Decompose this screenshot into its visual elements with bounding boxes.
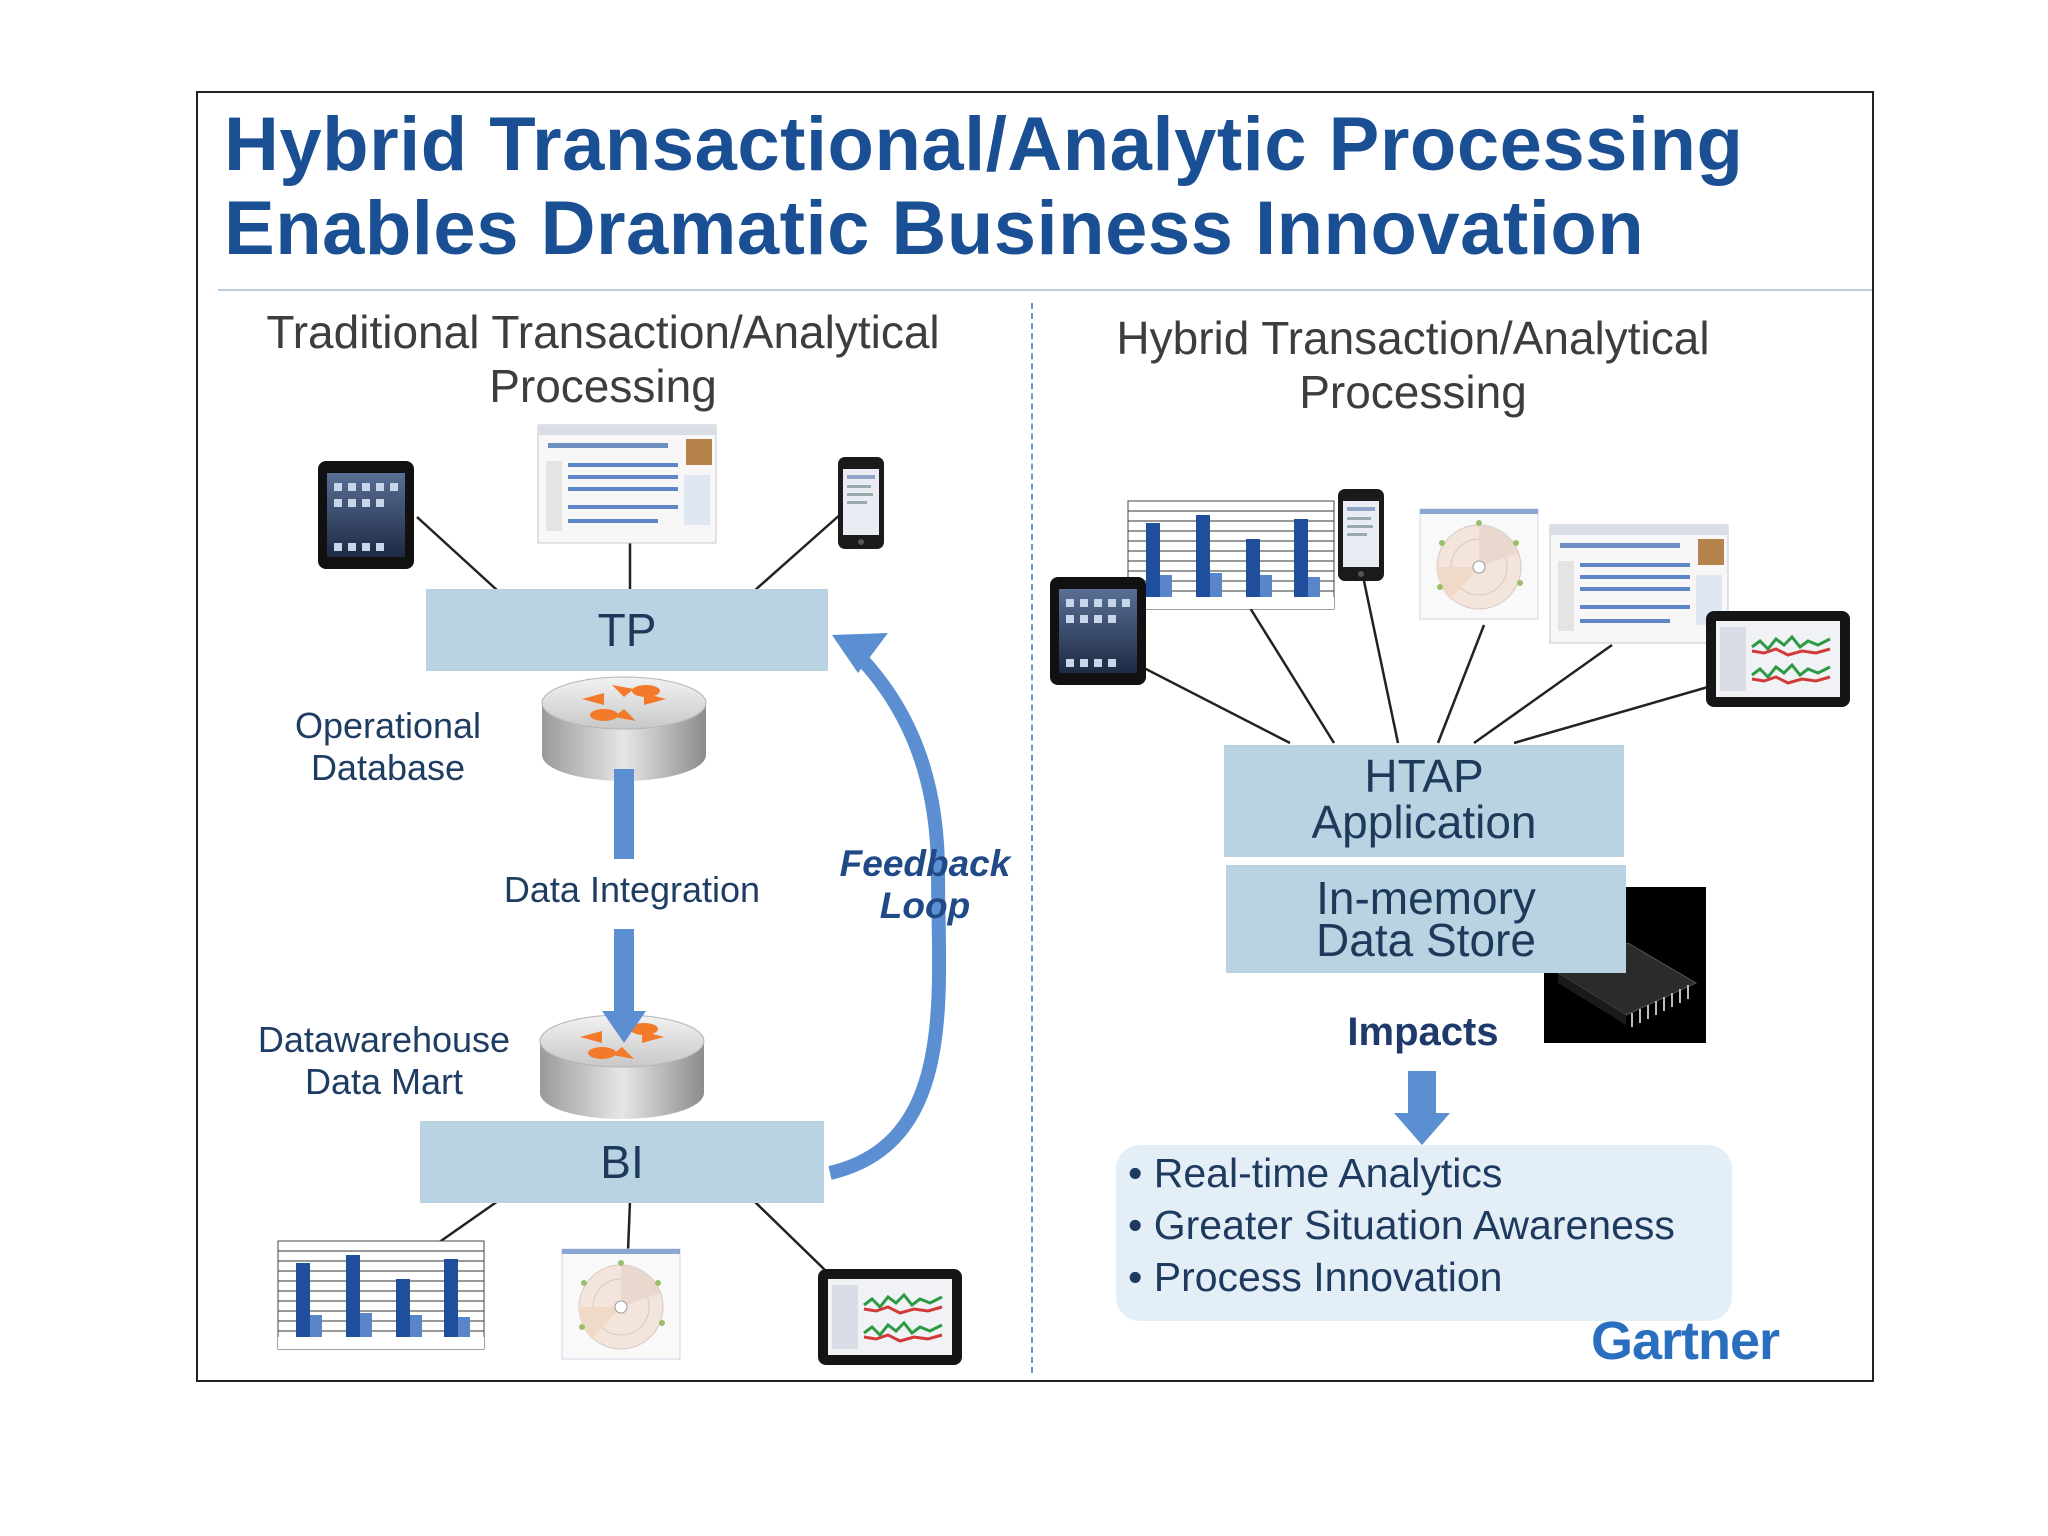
operational-database-label: Operational Database	[258, 705, 518, 789]
operational-database-line-2: Database	[310, 747, 466, 788]
operational-database-line-1: Operational	[294, 705, 482, 746]
feedback-line-1: Feedback	[839, 843, 1011, 884]
right-connector-lines	[1141, 580, 1709, 745]
left-heading: Traditional Transaction/Analytical Proce…	[218, 305, 988, 413]
impacts-list: Real-time Analytics Greater Situation Aw…	[1128, 1147, 1675, 1303]
impact-item: Process Innovation	[1128, 1251, 1675, 1303]
in-memory-line-1: In-memory	[1316, 872, 1536, 924]
feedback-line-2: Loop	[879, 885, 971, 926]
monitor-dashboard-icon-right	[1704, 609, 1852, 709]
right-heading-line-1: Hybrid Transaction/Analytical	[1116, 312, 1710, 364]
web-dashboard-icon-right	[1549, 524, 1729, 644]
gartner-logo: Gartner	[1591, 1311, 1780, 1371]
impacts-arrow	[1394, 1071, 1450, 1145]
web-dashboard-icon	[537, 424, 717, 544]
tablet-icon	[318, 461, 414, 569]
datawarehouse-line-1: Datawarehouse	[257, 1019, 511, 1060]
monitor-dashboard-icon	[816, 1267, 964, 1367]
feedback-loop-label: Feedback Loop	[810, 843, 1040, 927]
right-heading-line-2: Processing	[1299, 366, 1527, 418]
radar-chart-icon	[561, 1248, 681, 1360]
title-line-1: Hybrid Transactional/Analytic Processing	[224, 102, 1744, 187]
title-rule	[218, 289, 1872, 291]
data-integration-label: Data Integration	[503, 869, 761, 910]
htap-line-2: Application	[1311, 796, 1537, 848]
datawarehouse-line-2: Data Mart	[304, 1061, 464, 1102]
slide-title: Hybrid Transactional/Analytic Processing…	[224, 103, 1844, 271]
radar-chart-icon-right	[1419, 508, 1539, 620]
tp-box: TP	[426, 589, 828, 671]
in-memory-line-2: Data Store	[1316, 914, 1536, 966]
htap-line-1: HTAP	[1364, 750, 1484, 802]
tablet-icon-right	[1050, 577, 1146, 685]
data-integration-arrow	[602, 769, 646, 1043]
impact-item: Real-time Analytics	[1128, 1147, 1675, 1199]
feedback-arrowhead	[832, 633, 888, 673]
in-memory-data-store-box: In-memory Data Store	[1226, 865, 1626, 973]
left-heading-line-1: Traditional Transaction/Analytical	[266, 306, 940, 358]
operational-database-icon	[541, 676, 707, 782]
impact-item: Greater Situation Awareness	[1128, 1199, 1675, 1251]
datawarehouse-label: Datawarehouse Data Mart	[234, 1019, 534, 1103]
bar-chart-icon-right	[1127, 500, 1335, 610]
smartphone-icon-right	[1338, 489, 1384, 581]
left-heading-line-2: Processing	[489, 360, 717, 412]
smartphone-icon	[838, 457, 884, 549]
bi-box: BI	[420, 1121, 824, 1203]
htap-application-box: HTAP Application	[1224, 745, 1624, 857]
left-connector-lines	[416, 512, 843, 1272]
title-line-2: Enables Dramatic Business Innovation	[224, 186, 1645, 271]
impacts-label: Impacts	[1347, 1010, 1499, 1054]
column-divider	[1031, 303, 1033, 1373]
bar-chart-icon	[277, 1240, 485, 1350]
feedback-loop-arrow	[828, 641, 947, 1180]
slide: Hybrid Transactional/Analytic Processing…	[196, 91, 1874, 1382]
right-heading: Hybrid Transaction/Analytical Processing	[1068, 311, 1758, 419]
